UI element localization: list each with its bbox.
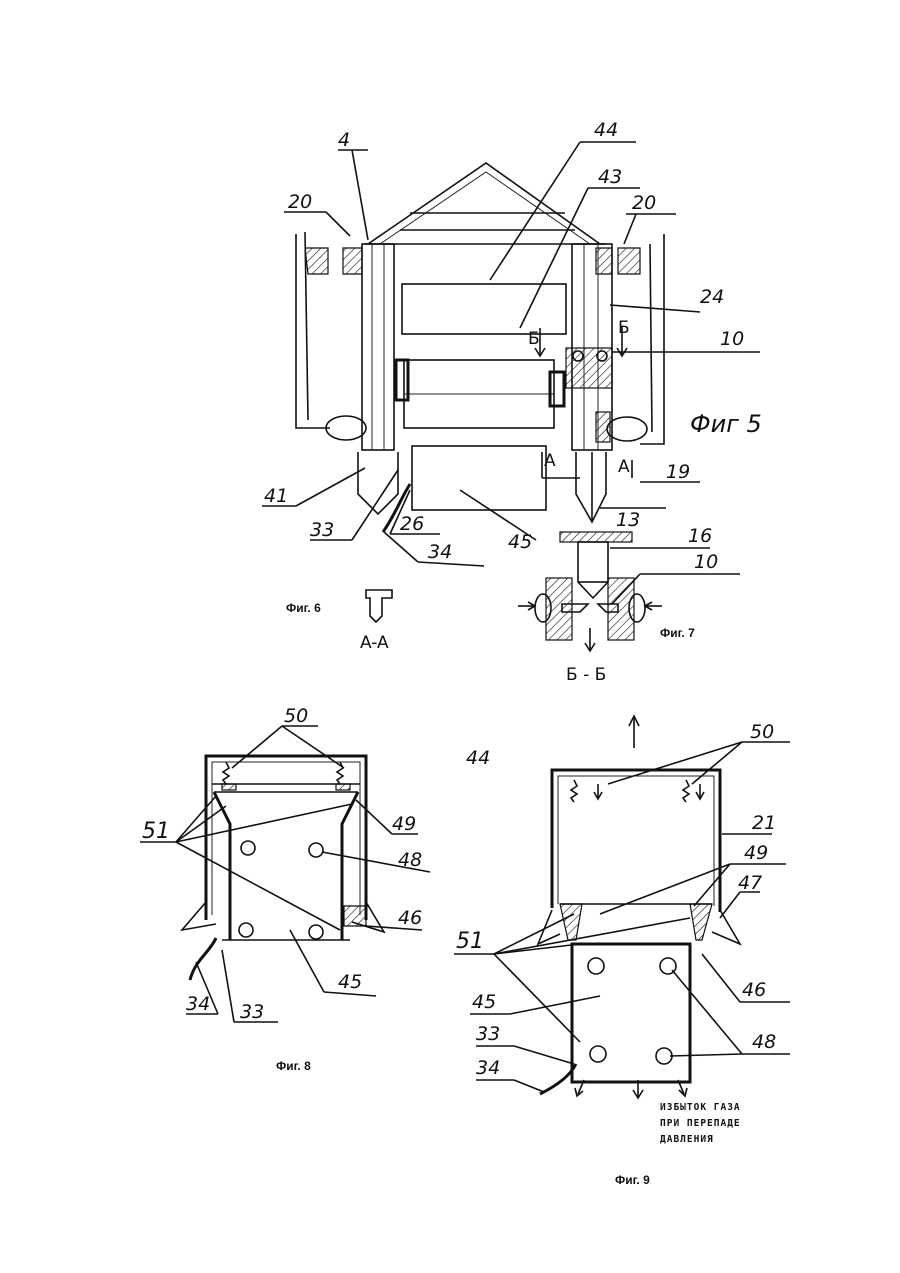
fig5-caption: Фиг 5 — [690, 410, 762, 438]
fig6-section-label: A-A — [360, 633, 389, 653]
label-46-fig8: 46 — [398, 907, 422, 929]
gas-note-line-2: ПРИ ПЕРЕПАДЕ — [660, 1118, 741, 1129]
gas-note-line-1: ИЗБЫТОК ГАЗА — [660, 1102, 741, 1113]
label-10-fig7: 10 — [694, 551, 718, 573]
label-13: 13 — [616, 509, 640, 531]
label-34-fig8: 34 — [186, 993, 210, 1015]
label-41: 41 — [264, 485, 288, 507]
fig6-caption: Фиг. 6 — [286, 601, 321, 615]
label-19: 19 — [666, 461, 690, 483]
label-33-fig8: 33 — [240, 1001, 264, 1023]
label-34-fig9: 34 — [476, 1057, 500, 1079]
fig9-caption: Фиг. 9 — [615, 1173, 650, 1187]
label-47-fig9: 47 — [738, 872, 762, 894]
figure-6-section-aa — [366, 590, 392, 622]
figure-9 — [454, 716, 790, 1098]
figure-8 — [140, 726, 430, 1022]
label-4: 4 — [338, 129, 350, 151]
label-48-fig9: 48 — [752, 1031, 776, 1053]
label-44-fig9: 44 — [466, 747, 490, 769]
label-16: 16 — [688, 525, 712, 547]
figure-5 — [262, 142, 760, 566]
label-33-fig9: 33 — [476, 1023, 500, 1045]
label-46-fig9: 46 — [742, 979, 766, 1001]
label-50-fig9: 50 — [750, 721, 774, 743]
label-20-left: 20 — [288, 191, 312, 213]
label-49-fig9: 49 — [744, 842, 768, 864]
label-34: 34 — [428, 541, 452, 563]
label-21-fig9: 21 — [752, 812, 776, 834]
label-43: 43 — [598, 166, 622, 188]
label-45-fig8: 45 — [338, 971, 362, 993]
label-10: 10 — [720, 328, 744, 350]
figure-7-section-bb — [518, 532, 740, 651]
label-45: 45 — [508, 531, 532, 553]
fig8-caption: Фиг. 8 — [276, 1059, 311, 1073]
label-24: 24 — [700, 286, 724, 308]
section-mark-a-left: А — [544, 451, 556, 471]
label-48-fig8: 48 — [398, 849, 422, 871]
fig7-caption: Фиг. 7 — [660, 626, 695, 640]
label-26: 26 — [400, 513, 424, 535]
label-49-fig8: 49 — [392, 813, 416, 835]
label-33: 33 — [310, 519, 334, 541]
gas-note-line-3: ДАВЛЕНИЯ — [660, 1134, 714, 1145]
label-50-fig8: 50 — [284, 705, 308, 727]
label-45-fig9: 45 — [472, 991, 496, 1013]
section-mark-b-right: Б — [618, 318, 630, 338]
label-44: 44 — [594, 119, 618, 141]
section-mark-b-left: Б — [528, 329, 540, 349]
label-51-fig8: 51 — [142, 819, 170, 844]
fig7-section-label: Б - Б — [566, 665, 606, 685]
section-mark-a-right: А — [618, 457, 630, 477]
label-20-right: 20 — [632, 192, 656, 214]
label-51-fig9: 51 — [456, 929, 484, 954]
